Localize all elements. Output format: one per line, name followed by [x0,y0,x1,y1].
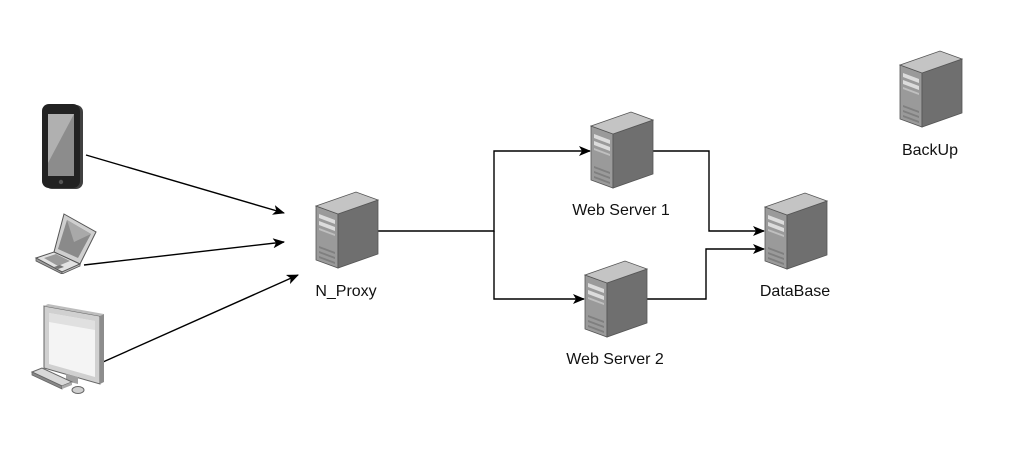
tablet-icon [42,104,83,189]
web-server-1-label: Web Server 1 [572,202,670,219]
edge-laptop-to-proxy [83,238,285,266]
web-server-2-icon [583,260,649,338]
edge-desktop-to-proxy [102,274,299,363]
backup-label: BackUp [901,142,959,159]
laptop-icon [34,213,97,274]
web-server-2-label: Web Server 2 [566,351,664,368]
edge-tablet-to-proxy [85,154,285,215]
proxy-label: N_Proxy [315,283,377,300]
edge-proxy-to-web1 [378,146,591,232]
web-server-1-icon [589,111,655,189]
edge-web1-to-database [653,150,765,236]
database-server-icon [763,192,829,270]
database-label: DataBase [759,283,831,300]
proxy-server-icon [314,191,380,269]
edge-proxy-to-web2 [493,231,585,304]
desktop-computer-icon [30,304,104,394]
backup-server-icon [898,50,964,128]
edge-web2-to-database [647,244,765,300]
